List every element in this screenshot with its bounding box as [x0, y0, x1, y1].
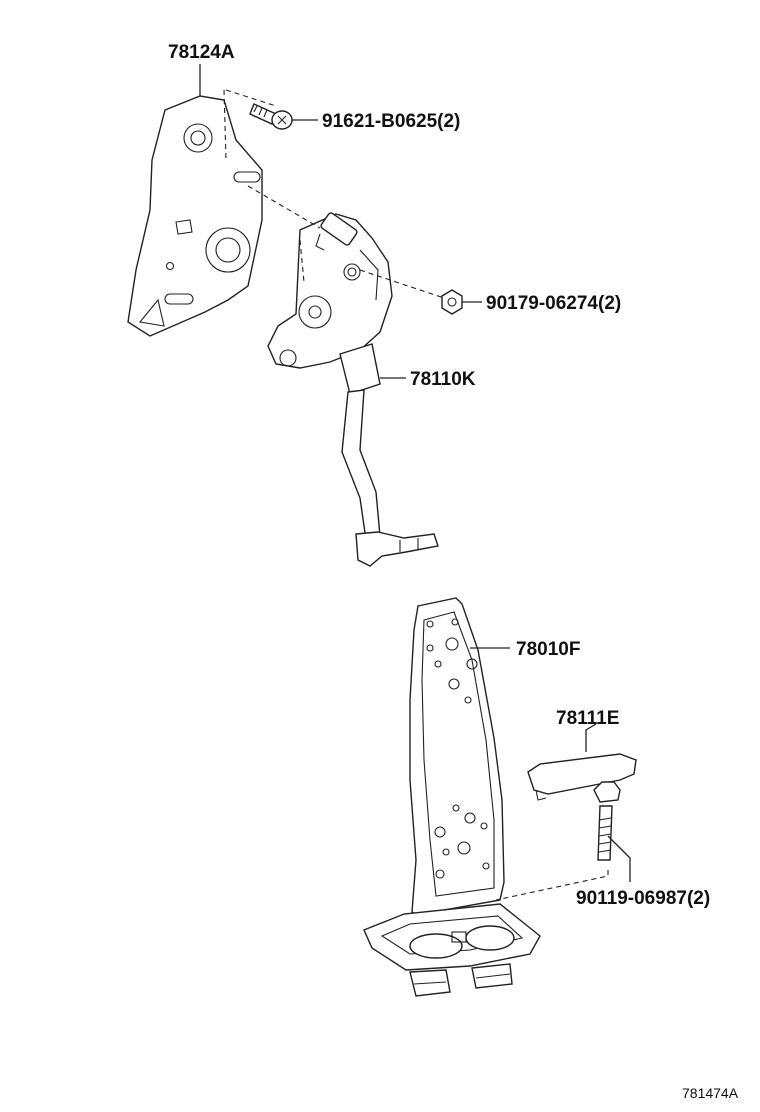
cover-part [527, 753, 637, 801]
leader-lines [199, 64, 631, 882]
assembly-lines [223, 89, 609, 901]
callout-nut: 90179-06274(2) [486, 293, 621, 314]
callout-pedal: 78010F [516, 639, 580, 660]
diagram-id: 781474A [682, 1085, 739, 1101]
callout-bracket: 78124A [168, 42, 235, 63]
pedal-part [363, 597, 541, 997]
callout-bolt-bottom: 90119-06987(2) [576, 888, 710, 909]
nut-part [441, 289, 463, 315]
sensor-arm-part [267, 212, 439, 567]
callout-cover: 78111E [556, 708, 619, 729]
bolt-top-part [249, 103, 293, 130]
callout-sensor-arm: 78110K [410, 369, 476, 390]
bolt-bottom-part [593, 781, 621, 861]
callout-bolt-top: 91621-B0625(2) [322, 111, 460, 132]
bracket-part [127, 95, 263, 337]
